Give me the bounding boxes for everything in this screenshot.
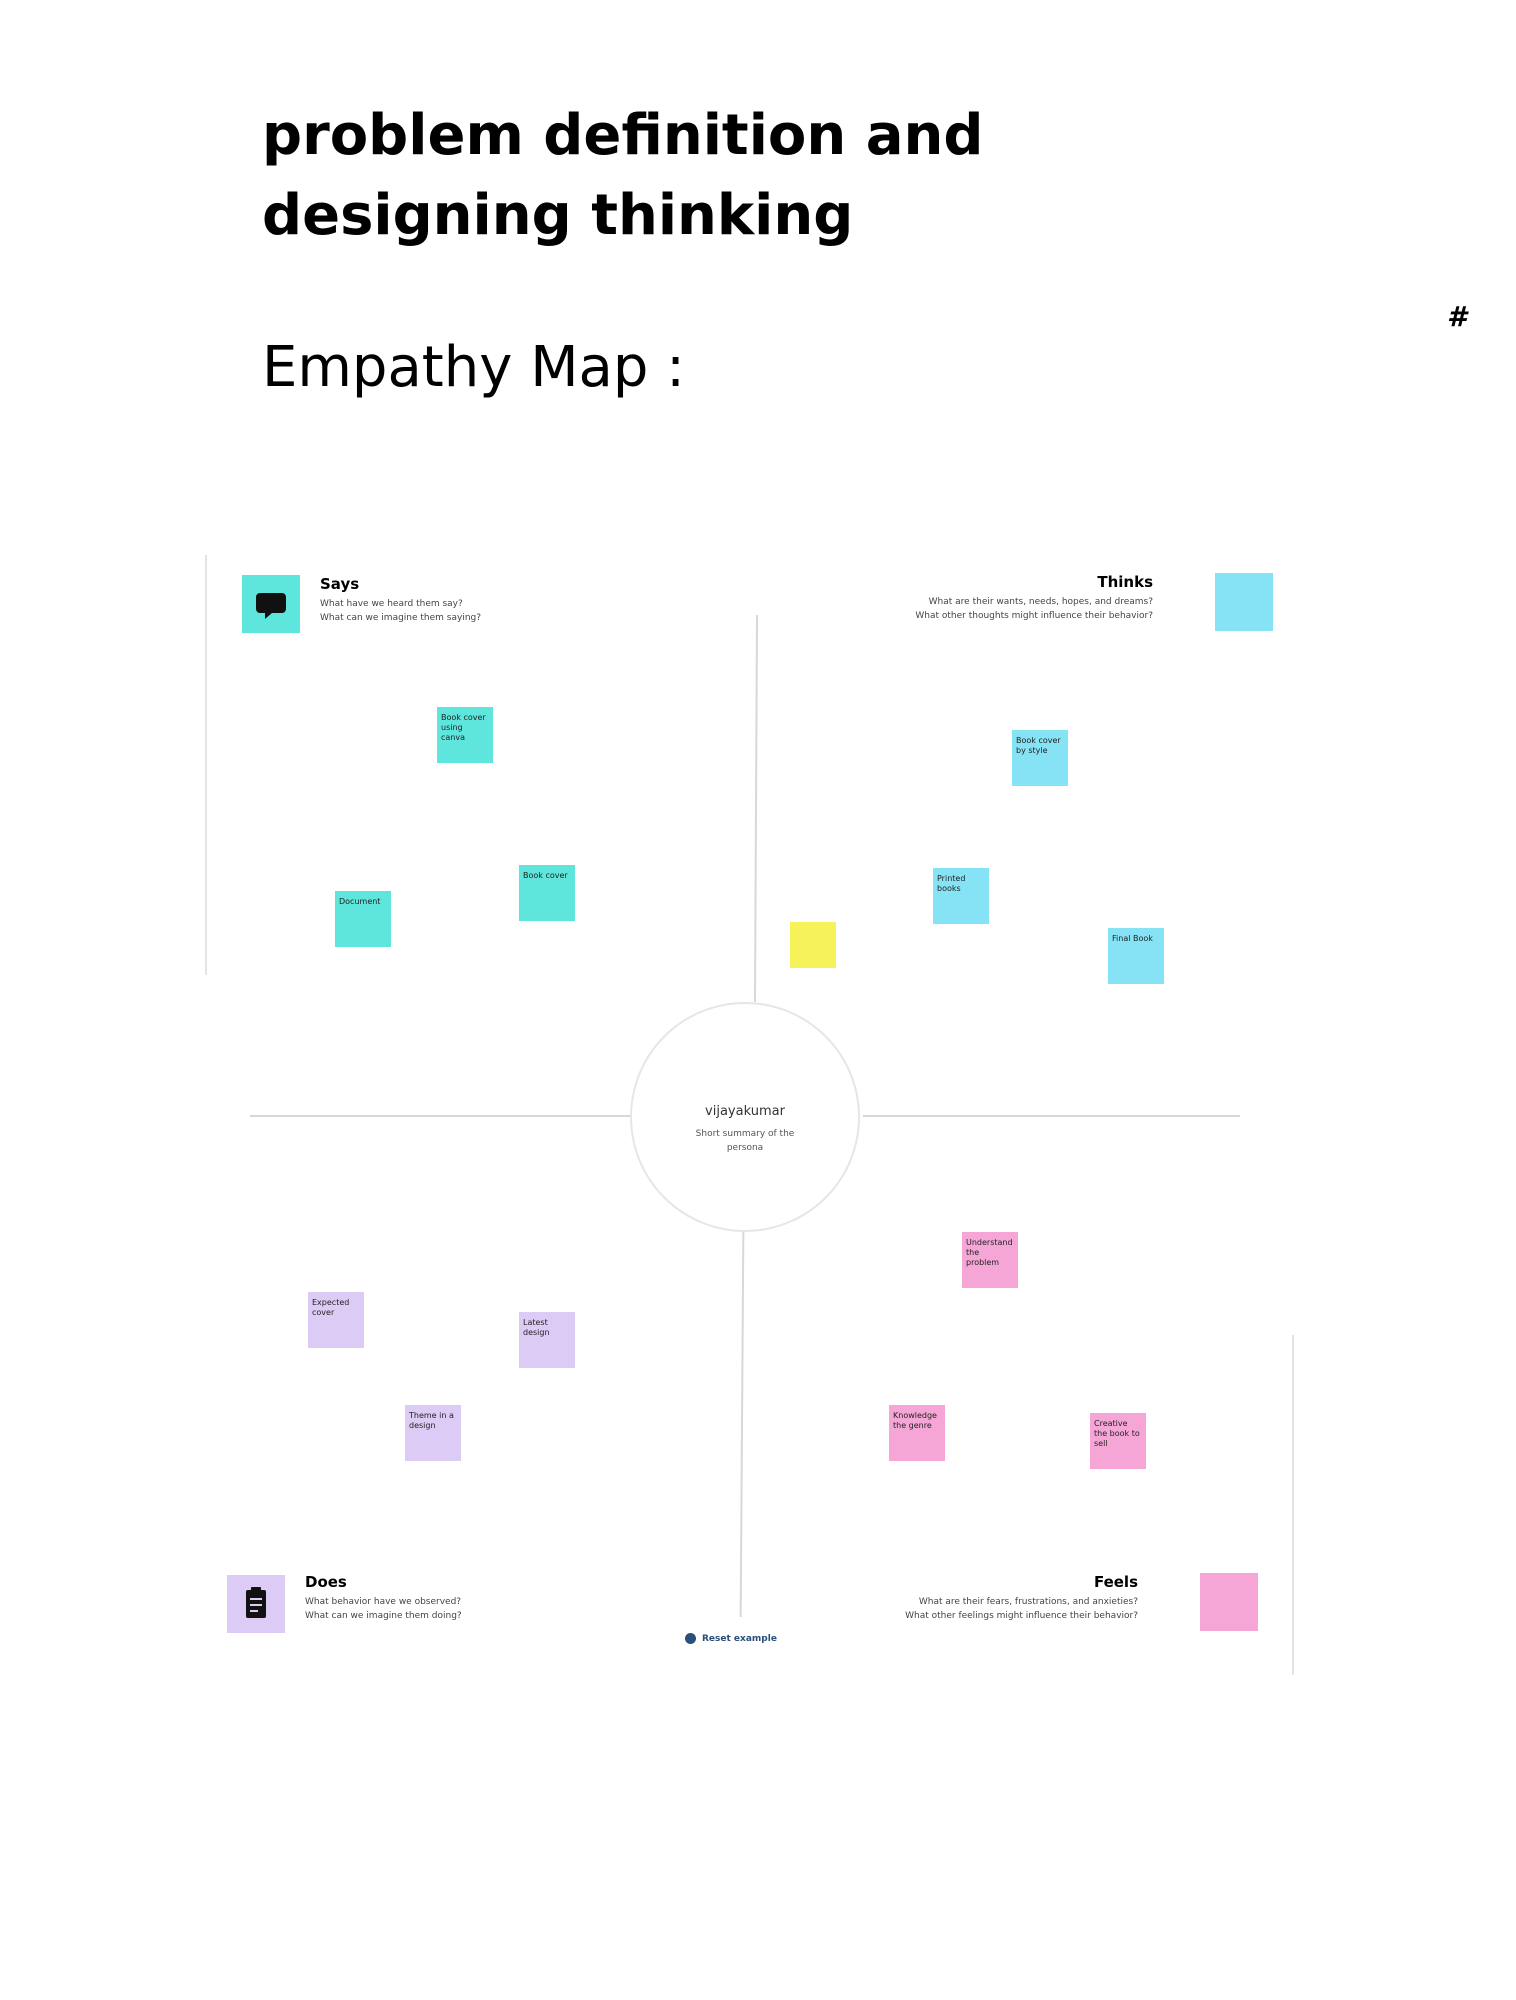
reset-label: Reset example <box>702 1634 777 1644</box>
axis-left <box>250 1115 633 1117</box>
empathy-map: vijayakumar Short summary of the persona… <box>205 555 1305 1675</box>
section-heading: Empathy Map : <box>262 335 686 400</box>
sticky-note[interactable]: Theme in a design <box>405 1405 461 1461</box>
reset-icon <box>685 1633 696 1644</box>
persona-description: Short summary of the persona <box>695 1129 795 1153</box>
persona-name: vijayakumar <box>705 1104 785 1119</box>
does-hint-2: What can we imagine them doing? <box>305 1611 462 1621</box>
clipboard-icon <box>227 1575 285 1633</box>
axis-bottom <box>739 1231 745 1618</box>
does-label: Does <box>305 1573 347 1591</box>
sticky-note[interactable]: Final Book <box>1108 928 1164 984</box>
says-hint-1: What have we heard them say? <box>320 599 463 609</box>
speech-bubble-icon <box>242 575 300 633</box>
sticky-note[interactable]: Book cover by style <box>1012 730 1068 786</box>
feels-hint-1: What are their fears, frustrations, and … <box>918 1597 1138 1607</box>
thinks-label: Thinks <box>1097 573 1153 591</box>
says-hint-2: What can we imagine them saying? <box>320 613 482 623</box>
does-hint-1: What behavior have we observed? <box>305 1597 462 1607</box>
says-label: Says <box>320 575 360 593</box>
sticky-note[interactable]: Creative the book to sell <box>1090 1413 1146 1469</box>
sticky-note[interactable]: Knowledge the genre <box>889 1405 945 1461</box>
feeling-square-icon <box>1200 1573 1258 1631</box>
axis-top <box>753 614 759 1003</box>
axis-right <box>863 1115 1240 1117</box>
feels-hint-2: What other feelings might influence thei… <box>905 1611 1138 1621</box>
sticky-note[interactable]: Printed books <box>933 868 989 924</box>
sticky-note[interactable]: Latest design <box>519 1312 575 1368</box>
hash-mark: # <box>1447 300 1467 333</box>
thinks-hint-1: What are their wants, needs, hopes, and … <box>928 597 1153 607</box>
sticky-note[interactable]: Book cover <box>519 865 575 921</box>
page-title: problem definition and designing thinkin… <box>262 103 984 248</box>
sticky-note[interactable]: Book cover using canva <box>437 707 493 763</box>
sticky-note[interactable]: Document <box>335 891 391 947</box>
board-edge-left <box>205 555 207 975</box>
persona-circle[interactable]: vijayakumar Short summary of the persona <box>630 1002 860 1232</box>
thinks-hint-2: What other thoughts might influence thei… <box>915 611 1153 621</box>
sticky-note[interactable]: Expected cover <box>308 1292 364 1348</box>
feels-label: Feels <box>1093 1573 1138 1591</box>
sticky-note[interactable]: Understand the problem <box>962 1232 1018 1288</box>
board-edge-right <box>1292 1335 1294 1675</box>
sticky-note[interactable] <box>790 922 836 968</box>
reset-example-link[interactable]: Reset example <box>685 1633 777 1644</box>
thought-square-icon <box>1215 573 1273 631</box>
